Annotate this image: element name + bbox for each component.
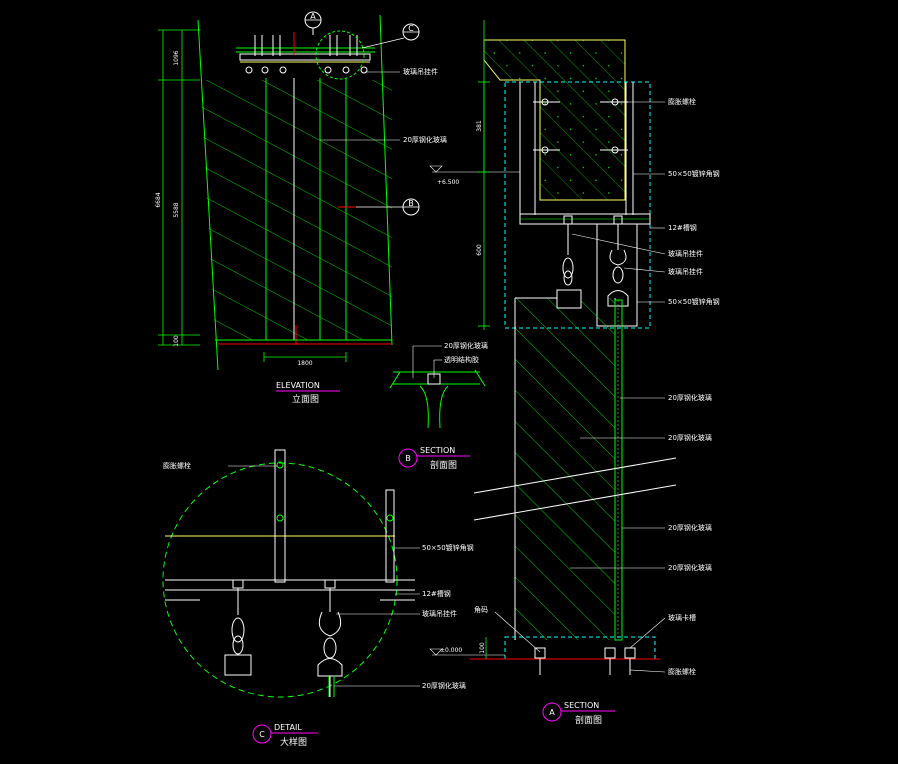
section-a-label-hanger2: 玻璃吊挂件 bbox=[668, 267, 703, 276]
expansion-bolts bbox=[533, 98, 628, 154]
detail-marker: C bbox=[259, 730, 265, 739]
elevation-label-hanger: 玻璃吊挂件 bbox=[403, 67, 438, 76]
detail-leaders bbox=[228, 465, 420, 687]
section-a-label-clip: 玻璃卡槽 bbox=[668, 613, 696, 622]
section-a-label-bolt-top: 膨胀螺栓 bbox=[668, 97, 696, 106]
section-a-label-bolt-bottom: 膨胀螺栓 bbox=[668, 667, 696, 676]
elevation-dim-total: 6684 bbox=[155, 192, 162, 207]
elevation-dim-main: 5588 bbox=[173, 202, 180, 217]
elevation-title-cn: 立面图 bbox=[292, 393, 319, 405]
section-a-level-bottom: ±0.000 bbox=[440, 647, 462, 654]
elevation-marker-a: A bbox=[310, 12, 316, 21]
elevation-dim-top: 1096 bbox=[173, 50, 180, 65]
section-b-title-en: SECTION bbox=[420, 446, 455, 455]
section-a-dim-381: 381 bbox=[476, 120, 483, 132]
section-b-label-sealant: 透明结构胶 bbox=[444, 355, 479, 364]
section-a-label-glass2: 20厚钢化玻璃 bbox=[668, 433, 712, 442]
section-a-label-angle-bottom: 50×50镀锌角钢 bbox=[668, 297, 720, 306]
detail-view: 膨胀螺栓 50×50镀锌角钢 12#槽钢 玻璃吊挂件 20厚钢化玻璃 C DET… bbox=[162, 449, 474, 748]
elevation-title-en: ELEVATION bbox=[276, 381, 320, 390]
section-a-marker: A bbox=[549, 708, 555, 717]
section-a-label-glass1: 20厚钢化玻璃 bbox=[668, 393, 712, 402]
concrete-slab bbox=[483, 39, 626, 201]
elevation-view: A C B 玻璃吊挂件 20厚钢化玻璃 6684 5588 1096 1 bbox=[155, 11, 447, 405]
section-a-label-glass4: 20厚钢化玻璃 bbox=[668, 563, 712, 572]
section-b-marker: B bbox=[405, 454, 411, 463]
detail-label-channel: 12#槽钢 bbox=[422, 589, 451, 598]
section-a-hangers bbox=[556, 215, 629, 309]
elevation-label-glass: 20厚钢化玻璃 bbox=[403, 135, 447, 144]
wall-section-hatch bbox=[515, 298, 615, 640]
elevation-dimensions bbox=[158, 29, 347, 362]
section-b-title-cn: 剖面图 bbox=[430, 459, 457, 471]
section-a-label-angle-top: 50×50镀锌角钢 bbox=[668, 169, 720, 178]
detail-label-angle: 50×50镀锌角钢 bbox=[422, 543, 474, 552]
section-a-dimensions bbox=[478, 81, 490, 659]
section-b-view: 20厚钢化玻璃 透明结构胶 B SECTION 剖面图 bbox=[389, 341, 488, 471]
section-a-dim-100: 100 bbox=[479, 642, 486, 654]
detail-label-bolt: 膨胀螺栓 bbox=[163, 461, 191, 470]
section-a-view: +6.500 ±0.000 381 600 100 bbox=[429, 20, 720, 726]
elevation-dim-bottom: 100 bbox=[173, 335, 180, 347]
section-a-label-glass3: 20厚钢化玻璃 bbox=[668, 523, 712, 532]
section-a-dim-600: 600 bbox=[476, 244, 483, 256]
section-a-level-top: +6.500 bbox=[437, 179, 459, 186]
section-a-label-corner: 角码 bbox=[474, 605, 488, 614]
glass-panel-hatch bbox=[200, 80, 392, 340]
detail-title-en: DETAIL bbox=[274, 723, 302, 732]
section-a-label-hanger1: 玻璃吊挂件 bbox=[668, 249, 703, 258]
elevation-dim-width: 1800 bbox=[297, 360, 312, 367]
section-a-leaders bbox=[494, 101, 666, 673]
detail-label-hanger: 玻璃吊挂件 bbox=[422, 609, 457, 618]
section-a-title-en: SECTION bbox=[564, 701, 599, 710]
detail-hangers bbox=[224, 579, 343, 697]
elevation-marker-b: B bbox=[408, 199, 414, 208]
detail-label-glass: 20厚钢化玻璃 bbox=[422, 681, 466, 690]
section-a-label-channel: 12#槽钢 bbox=[668, 223, 697, 232]
section-a-title-cn: 剖面图 bbox=[575, 714, 602, 726]
detail-title-cn: 大样图 bbox=[280, 736, 307, 748]
elevation-marker-c: C bbox=[408, 24, 414, 33]
section-b-label-glass: 20厚钢化玻璃 bbox=[444, 341, 488, 350]
